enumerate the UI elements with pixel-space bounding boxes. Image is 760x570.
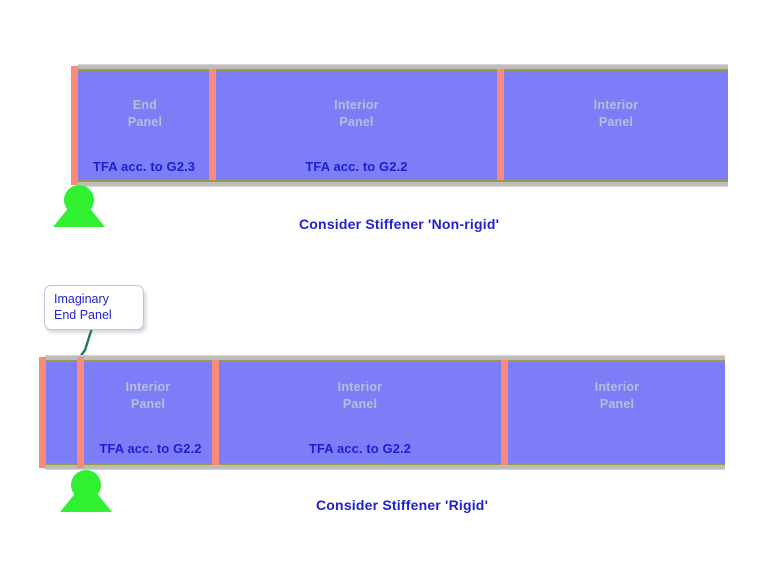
beam-web [45, 362, 725, 463]
stiffener-1-non-rigid [209, 69, 216, 180]
top-flange [78, 64, 728, 69]
pin-support-rigid [60, 470, 112, 512]
stiffener-1-rigid [212, 360, 219, 465]
bottom-flange [78, 182, 728, 187]
top-flange [45, 355, 725, 360]
caption-non-rigid: Consider Stiffener 'Non-rigid' [299, 216, 500, 232]
bottom-flange-line [45, 463, 725, 465]
stiffener-end-left-non-rigid [71, 66, 78, 185]
bottom-flange [45, 465, 725, 470]
bottom-flange-line [78, 180, 728, 182]
caption-rigid: Consider Stiffener 'Rigid' [316, 497, 489, 513]
beam-non-rigid [78, 64, 728, 187]
beam-web [78, 71, 728, 180]
stiffener-end-left-rigid [39, 357, 46, 468]
beam-rigid [45, 355, 725, 470]
pin-support-non-rigid [53, 185, 105, 227]
stiffener-rigid-first [77, 357, 84, 468]
stiffener-2-rigid [501, 360, 508, 465]
stiffener-2-non-rigid [497, 69, 504, 180]
callout-imaginary-end-panel: Imaginary End Panel [44, 285, 144, 330]
support-triangle-icon [53, 195, 105, 227]
top-flange-line [45, 360, 725, 362]
top-flange-line [78, 69, 728, 71]
support-triangle-icon [60, 480, 112, 512]
